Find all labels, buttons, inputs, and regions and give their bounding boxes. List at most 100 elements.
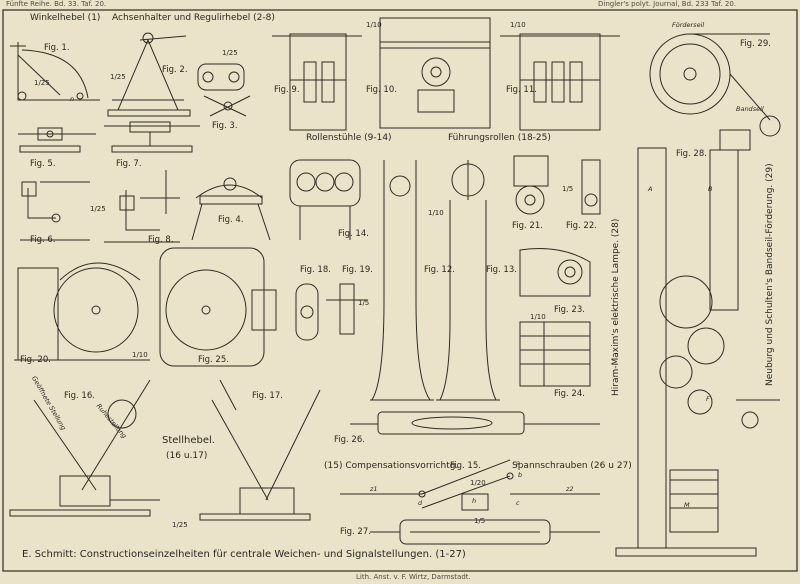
section-compensation: (15) Compensationsvorrichtg. <box>324 461 459 471</box>
fig10-drawing <box>379 17 491 129</box>
fig8-drawing <box>104 170 180 243</box>
fig-12-label: Fig. 12. <box>424 265 455 275</box>
scale-label: 1/5 <box>474 517 486 525</box>
fig12-drawing <box>370 160 434 401</box>
fig-25-label: Fig. 25. <box>198 355 229 365</box>
fig24-drawing <box>519 321 591 387</box>
fig21-22-drawing <box>513 155 601 215</box>
section-spannschrauben: Spannschrauben (26 u 27) <box>512 461 632 471</box>
scale-label: 1/10 <box>530 313 546 321</box>
fig-14-label: Fig. 14. <box>338 229 369 239</box>
fig-11-label: Fig. 11. <box>506 85 537 95</box>
annotation-h: h <box>472 497 477 505</box>
annotation-c: c <box>516 499 520 507</box>
fig-24-label: Fig. 24. <box>554 389 585 399</box>
section-lampe: Hiram-Maxim's elektrische Lampe. (28) <box>611 218 621 396</box>
fig-26-label: Fig. 26. <box>334 435 365 445</box>
fig23-drawing <box>519 248 591 297</box>
fig29-drawing <box>649 33 781 137</box>
fig11-drawing <box>500 33 620 131</box>
fig15-drawing <box>340 459 600 511</box>
scale-label: 1/25 <box>90 205 106 213</box>
fig-1-label: Fig. 1. <box>44 43 70 53</box>
annotation-b: b <box>518 471 523 479</box>
scale-label: 1/25 <box>34 79 50 87</box>
scale-label: 1/25 <box>110 73 126 81</box>
fig-5-label: Fig. 5. <box>30 159 56 169</box>
annotation-M: M <box>684 501 690 509</box>
fig-28-label: Fig. 28. <box>676 149 707 159</box>
fig20-drawing <box>14 262 150 361</box>
fig-9-label: Fig. 9. <box>274 85 300 95</box>
fig-21-label: Fig. 21. <box>512 221 543 231</box>
section-fuehrungsrollen: Führungsrollen (18-25) <box>448 133 551 143</box>
fig-22-label: Fig. 22. <box>566 221 597 231</box>
section-foerderung: Neuburg und Schulten's Bandseil-Förderun… <box>765 163 775 386</box>
scale-label: 1/25 <box>222 49 238 57</box>
fig17-drawing <box>199 379 321 521</box>
fig18-19-drawing <box>295 283 368 341</box>
annotation-z1: z1 <box>370 485 378 493</box>
annotation-F: F <box>706 395 710 403</box>
annotation-foerderseil: Förderseil <box>672 21 705 29</box>
section-stellhebel-range: (16 u.17) <box>166 451 208 461</box>
annotation-d: d <box>418 499 423 507</box>
fig9-drawing <box>272 33 362 131</box>
fig26-drawing <box>350 411 600 435</box>
fig-29-label: Fig. 29. <box>740 39 771 49</box>
fig16-drawing <box>9 379 160 517</box>
section-rollenstuehle: Rollenstühle (9-14) <box>306 133 392 143</box>
header-right: Dingler's polyt. Journal, Bd. 233 Taf. 2… <box>598 0 737 8</box>
fig14-drawing <box>289 159 361 240</box>
fig-16-label: Fig. 16. <box>64 391 95 401</box>
fig-10-label: Fig. 10. <box>366 85 397 95</box>
section-winkelhebel: Winkelhebel (1) <box>30 13 101 23</box>
fig-17-label: Fig. 17. <box>252 391 283 401</box>
fig-4-label: Fig. 4. <box>218 215 244 225</box>
scale-label: 1/5 <box>358 299 370 307</box>
lithographer-credit: Lith. Anst. v. F. Wirtz, Darmstadt. <box>356 573 471 581</box>
fig-3-label: Fig. 3. <box>212 121 238 131</box>
fig4-drawing <box>191 177 271 241</box>
scale-label: 1/20 <box>470 479 486 487</box>
annotation-bandseil: Bandseil <box>736 105 764 113</box>
annotation-a: a <box>516 459 520 467</box>
fig-23-label: Fig. 23. <box>554 305 585 315</box>
fig25-drawing <box>159 247 277 367</box>
annotation-B: B <box>708 185 713 193</box>
fig-18-label: Fig. 18. <box>300 265 331 275</box>
section-stellhebel: Stellhebel. <box>162 435 215 446</box>
fig6-drawing <box>20 181 90 241</box>
fig13-drawing <box>436 160 500 401</box>
header-left: Fünfte Reihe. Bd. 33. Taf. 20. <box>6 0 107 8</box>
scale-label: 1/10 <box>132 351 148 359</box>
fig5-drawing <box>18 127 96 153</box>
scale-label: 1/5 <box>562 185 574 193</box>
fig2-drawing <box>107 32 191 117</box>
annotation-n: n <box>70 95 75 103</box>
section-achsenhalter: Achsenhalter und Regulirhebel (2-8) <box>112 13 275 23</box>
fig3-drawing <box>197 63 251 117</box>
fig-20-label: Fig. 20. <box>20 355 51 365</box>
annotation-A: A <box>648 185 653 193</box>
fig-8-label: Fig. 8. <box>148 235 174 245</box>
fig7-drawing <box>104 121 200 153</box>
fig1-drawing <box>10 42 100 101</box>
plate-title: E. Schmitt: Constructionseinzelheiten fü… <box>22 549 466 560</box>
fig28-drawing <box>615 129 780 557</box>
scale-label: 1/10 <box>428 209 444 217</box>
scale-label: 1/10 <box>366 21 382 29</box>
fig-13-label: Fig. 13. <box>486 265 517 275</box>
fig27-drawing <box>370 519 600 545</box>
fig-2-label: Fig. 2. <box>162 65 188 75</box>
scale-label: 1/10 <box>510 21 526 29</box>
fig-7-label: Fig. 7. <box>116 159 142 169</box>
annotation-z2: z2 <box>566 485 574 493</box>
scale-label: 1/25 <box>172 521 188 529</box>
fig-19-label: Fig. 19. <box>342 265 373 275</box>
fig-6-label: Fig. 6. <box>30 235 56 245</box>
fig-15-label: Fig. 15. <box>450 461 481 471</box>
fig-27-label: Fig. 27. <box>340 527 371 537</box>
